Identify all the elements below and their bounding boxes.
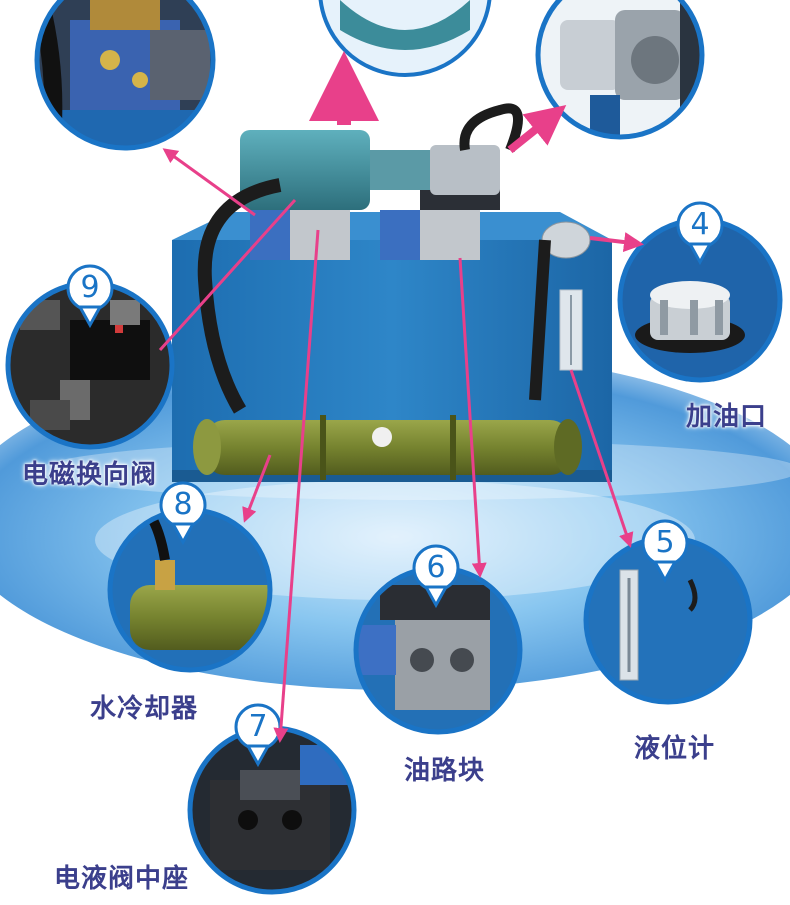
- label-oil-block: 油路块: [404, 756, 486, 786]
- label-level-gauge: 液位计: [634, 734, 716, 764]
- pointer-arrows: [158, 51, 644, 743]
- label-water-cooler: 水冷却器: [90, 694, 199, 724]
- label-valve-base: 电液阀中座: [54, 864, 190, 894]
- badge-6: 6: [426, 550, 446, 585]
- oil-filler-closeup-circle: [617, 201, 783, 383]
- pump-closeup-circle: [535, 0, 705, 140]
- oil-block-closeup-circle: [353, 544, 523, 735]
- valve-base-closeup-circle: [187, 703, 357, 895]
- label-solenoid-valve: 电磁换向阀: [22, 460, 158, 490]
- badge-4: 4: [690, 207, 710, 242]
- badge-5: 5: [655, 525, 675, 560]
- water-cooler-closeup-circle: [107, 481, 273, 673]
- badge-8: 8: [173, 487, 193, 522]
- badge-7: 7: [248, 709, 268, 744]
- level-gauge-closeup-circle: [583, 519, 753, 705]
- label-oil-filler: 加油口: [686, 402, 768, 432]
- badge-9: 9: [80, 270, 100, 305]
- solenoid-valve-closeup-circle: [5, 264, 175, 450]
- water-cooler-cylinder: [193, 415, 582, 480]
